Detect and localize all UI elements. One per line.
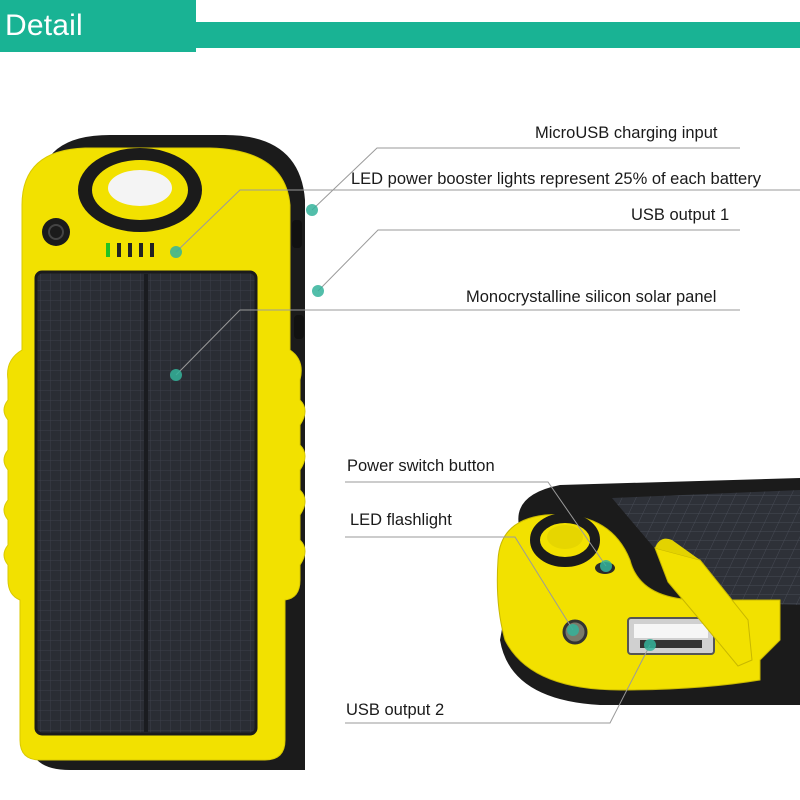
label-micro-usb: MicroUSB charging input xyxy=(535,124,718,142)
label-led-booster: LED power booster lights represent 25% o… xyxy=(351,170,761,188)
page-title: Detail labeling xyxy=(0,0,196,94)
label-led-flashlight: LED flashlight xyxy=(350,511,452,529)
callout-dots xyxy=(170,204,656,651)
power-button-icon xyxy=(42,218,70,246)
power-bank-front xyxy=(3,135,306,770)
label-usb-output-2: USB output 2 xyxy=(346,701,445,719)
leader-lines xyxy=(175,147,800,724)
label-solar-panel: Monocrystalline silicon solar panel xyxy=(466,288,717,306)
power-bank-closeup xyxy=(496,478,800,705)
label-usb-output-1: USB output 1 xyxy=(631,206,730,224)
label-power-switch: Power switch button xyxy=(347,457,495,475)
